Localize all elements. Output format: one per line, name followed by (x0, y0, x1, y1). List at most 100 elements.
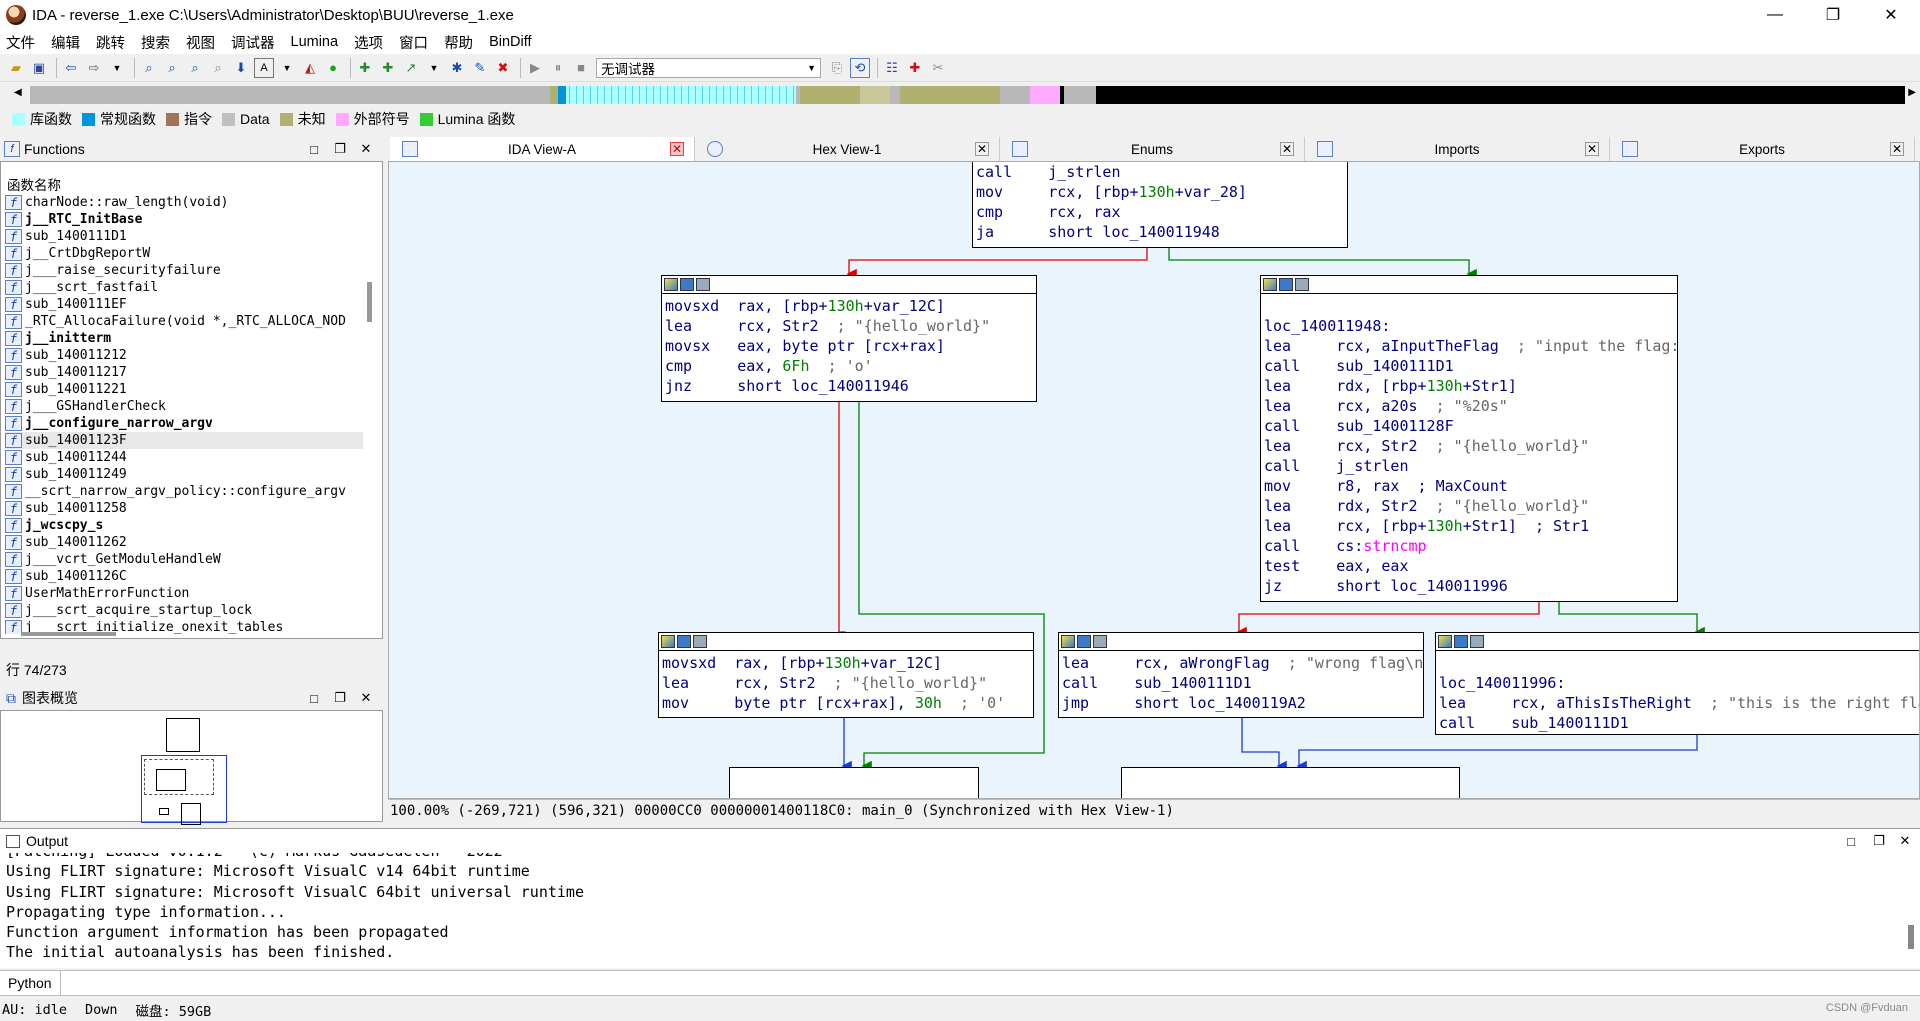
tab-imports[interactable]: Imports✕ (1305, 137, 1610, 161)
float-icon[interactable]: ❐ (334, 141, 346, 156)
output-scrollbar[interactable] (1908, 925, 1914, 949)
asm-line[interactable]: cmp eax, 6Fh ; 'o' (665, 356, 1036, 376)
asm-line[interactable]: call sub_1400111D1 (1264, 356, 1677, 376)
code-block-collapsed[interactable] (729, 767, 979, 798)
patch-icon[interactable]: ✱ (451, 59, 463, 75)
code-label[interactable]: loc_140011948: (1264, 317, 1391, 335)
asm-line[interactable]: lea rcx, Str2 ; "{hello_world}" (662, 673, 1033, 693)
text-view-icon[interactable]: A (254, 57, 274, 78)
asm-line[interactable]: test eax, eax (1264, 556, 1677, 576)
functions-column-header[interactable]: 函数名称 (7, 178, 61, 193)
python-language-button[interactable]: Python (0, 971, 61, 995)
xref-icon[interactable]: ↗ (405, 59, 417, 75)
chevron-down-icon[interactable]: ▼ (112, 62, 122, 73)
menu-options[interactable]: 选项 (354, 35, 384, 52)
menu-file[interactable]: 文件 (6, 35, 35, 52)
debug-options-icon[interactable]: ⎘ (831, 59, 843, 75)
asm-line[interactable]: lea rdx, [rbp+130h+Str1] (1264, 376, 1677, 396)
asm-line[interactable]: call sub_1400111D1 (1062, 673, 1423, 693)
maximize-icon[interactable]: □ (310, 141, 318, 157)
search-immediate-icon[interactable]: ⌕ (191, 59, 199, 75)
code-block-right[interactable]: loc_140011948:lea rcx, aInputTheFlag ; "… (1260, 275, 1678, 602)
pause-icon[interactable]: ⏸ (554, 59, 562, 75)
menu-windows[interactable]: 窗口 (399, 35, 429, 52)
code-block-collapsed[interactable] (1121, 767, 1460, 798)
asm-line[interactable]: jmp short loc_1400119A2 (1062, 693, 1423, 713)
menu-view[interactable]: 视图 (186, 35, 215, 52)
graph-icon[interactable]: ◭ (305, 59, 315, 75)
stop-icon[interactable]: ■ (577, 60, 585, 75)
code-block-bottom-left[interactable]: movsxd rax, [rbp+130h+var_12C]lea rcx, S… (658, 632, 1034, 718)
asm-line[interactable]: lea rdx, Str2 ; "{hello_world}" (1264, 496, 1677, 516)
run-green-icon[interactable]: ● (329, 60, 337, 75)
block-graph-icon[interactable] (1454, 635, 1468, 648)
menu-search[interactable]: 搜索 (141, 35, 170, 52)
code-block-bottom-mid[interactable]: lea rcx, aWrongFlag ; "wrong flag\n"call… (1058, 632, 1424, 718)
back-icon[interactable]: ⇦ (65, 59, 77, 75)
overview-canvas[interactable] (0, 710, 383, 825)
navigation-band-bar[interactable] (30, 86, 1905, 104)
restore-button[interactable]: ❐ (1825, 7, 1841, 24)
play-icon[interactable]: ▶ (530, 59, 540, 75)
asm-line[interactable]: lea rcx, [rbp+130h+Str1] ; Str1 (1264, 516, 1677, 536)
save-icon[interactable]: ▣ (32, 59, 46, 75)
tab-exports[interactable]: Exports✕ (1610, 137, 1915, 161)
navigation-band[interactable]: ◀ ▶ (0, 82, 1920, 108)
block-group-icon[interactable] (696, 278, 710, 291)
code-block-bottom-right[interactable]: loc_140011996:lea rcx, aThisIsTheRight ;… (1435, 632, 1919, 735)
close-icon[interactable]: ✕ (1585, 142, 1599, 156)
chevron-down-icon[interactable]: ▼ (429, 62, 439, 73)
close-icon[interactable]: ✕ (1280, 142, 1294, 156)
block-graph-icon[interactable] (1077, 635, 1091, 648)
functions-scrollbar[interactable] (367, 282, 372, 322)
asm-line[interactable]: jnz short loc_140011946 (665, 376, 1036, 396)
float-icon[interactable]: ❐ (1873, 833, 1885, 848)
asm-line[interactable]: jz short loc_140011996 (1264, 576, 1677, 596)
output-log[interactable]: [Patching] Loaded v0.1.2 - (c) Markus Ga… (6, 853, 1886, 963)
function-list-item[interactable]: f_RTC_AllocaFailure(void *,_RTC_ALLOCA_N… (5, 313, 363, 330)
chevron-down-icon[interactable]: ▼ (282, 62, 292, 73)
menu-bindiff[interactable]: BinDiff (489, 34, 532, 50)
block-graph-icon[interactable] (1279, 278, 1293, 291)
search-next-icon[interactable]: ⌕ (214, 59, 222, 75)
menu-lumina[interactable]: Lumina (290, 34, 339, 50)
close-button[interactable]: ✕ (1884, 7, 1898, 24)
close-icon[interactable]: ✕ (1890, 142, 1904, 156)
block-color-icon[interactable] (661, 635, 675, 648)
asm-line[interactable]: call sub_14001128F (1264, 416, 1677, 436)
block-group-icon[interactable] (1470, 635, 1484, 648)
asm-line[interactable]: mov r8, rax ; MaxCount (1264, 476, 1677, 496)
menu-help[interactable]: 帮助 (444, 35, 474, 52)
float-icon[interactable]: ❐ (334, 690, 346, 705)
add-struct-icon[interactable]: ✚ (359, 59, 371, 75)
block-group-icon[interactable] (693, 635, 707, 648)
block-group-icon[interactable] (1093, 635, 1107, 648)
code-label[interactable]: loc_140011996: (1439, 674, 1566, 692)
asm-line[interactable]: lea rcx, Str2 ; "{hello_world}" (665, 316, 1036, 336)
asm-line[interactable]: ja short loc_140011948 (976, 222, 1347, 242)
asm-line[interactable]: lea rcx, aThisIsTheRight ; "this is the … (1439, 693, 1919, 713)
asm-line[interactable]: cmp rcx, rax (976, 202, 1347, 222)
block-color-icon[interactable] (1061, 635, 1075, 648)
menu-debugger[interactable]: 调试器 (231, 35, 275, 52)
asm-line[interactable]: lea rcx, aInputTheFlag ; "input the flag… (1264, 336, 1677, 356)
asm-line[interactable]: movsx eax, byte ptr [rcx+rax] (665, 336, 1036, 356)
